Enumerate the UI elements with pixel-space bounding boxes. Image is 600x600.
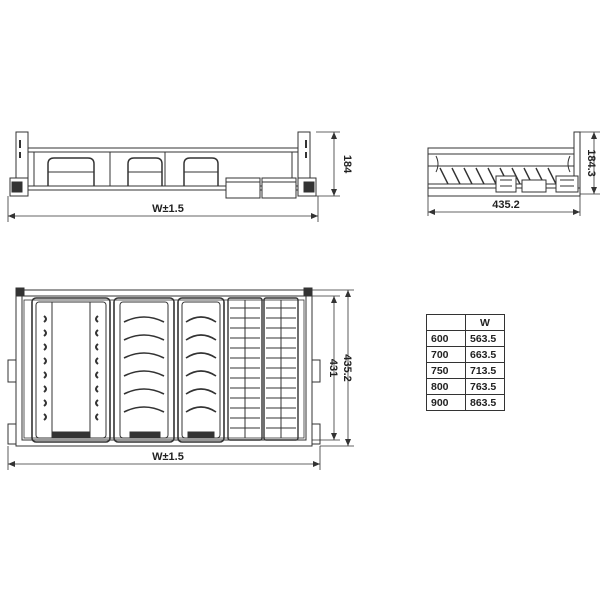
top-depth-outer-label: 435.2	[341, 354, 353, 382]
side-view	[427, 131, 600, 216]
size-table: W 600 563.5 700 663.5 750 713.5 800 763.…	[426, 314, 505, 411]
side-depth-label: 435.2	[492, 199, 520, 211]
front-view	[7, 131, 340, 222]
size-cell: 600	[426, 330, 466, 347]
width-cell: 663.5	[465, 346, 505, 363]
size-cell: 800	[426, 378, 466, 395]
size-table-row: 900 863.5	[426, 394, 505, 411]
size-table-header-cell	[426, 314, 466, 331]
top-width-label: W±1.5	[152, 451, 184, 463]
size-cell: 700	[426, 346, 466, 363]
width-cell: 563.5	[465, 330, 505, 347]
top-view	[7, 287, 354, 470]
size-table-row: 800 763.5	[426, 378, 505, 395]
size-table-row: 600 563.5	[426, 330, 505, 347]
size-table-header-cell: W	[465, 314, 505, 331]
side-height-label: 184.3	[585, 149, 597, 177]
front-height-label: 184	[341, 155, 353, 174]
width-cell: 863.5	[465, 394, 505, 411]
size-table-header: W	[426, 314, 505, 331]
size-table-row: 700 663.5	[426, 346, 505, 363]
size-table-row: 750 713.5	[426, 362, 505, 379]
top-depth-inner-label: 431	[327, 359, 339, 377]
front-width-label: W±1.5	[152, 203, 184, 215]
width-cell: 763.5	[465, 378, 505, 395]
width-cell: 713.5	[465, 362, 505, 379]
size-cell: 750	[426, 362, 466, 379]
size-cell: 900	[426, 394, 466, 411]
